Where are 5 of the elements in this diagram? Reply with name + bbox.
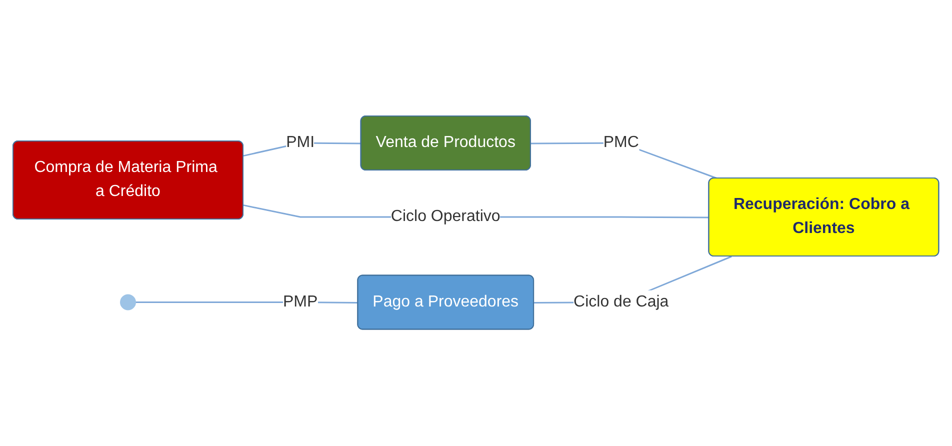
edge-label: Ciclo de Caja [574,294,669,311]
edge-label: PMI [286,134,315,152]
edge-label: Ciclo Operativo [391,208,500,226]
edge-label: PMC [603,134,640,152]
edge-label: PMP [283,294,318,311]
